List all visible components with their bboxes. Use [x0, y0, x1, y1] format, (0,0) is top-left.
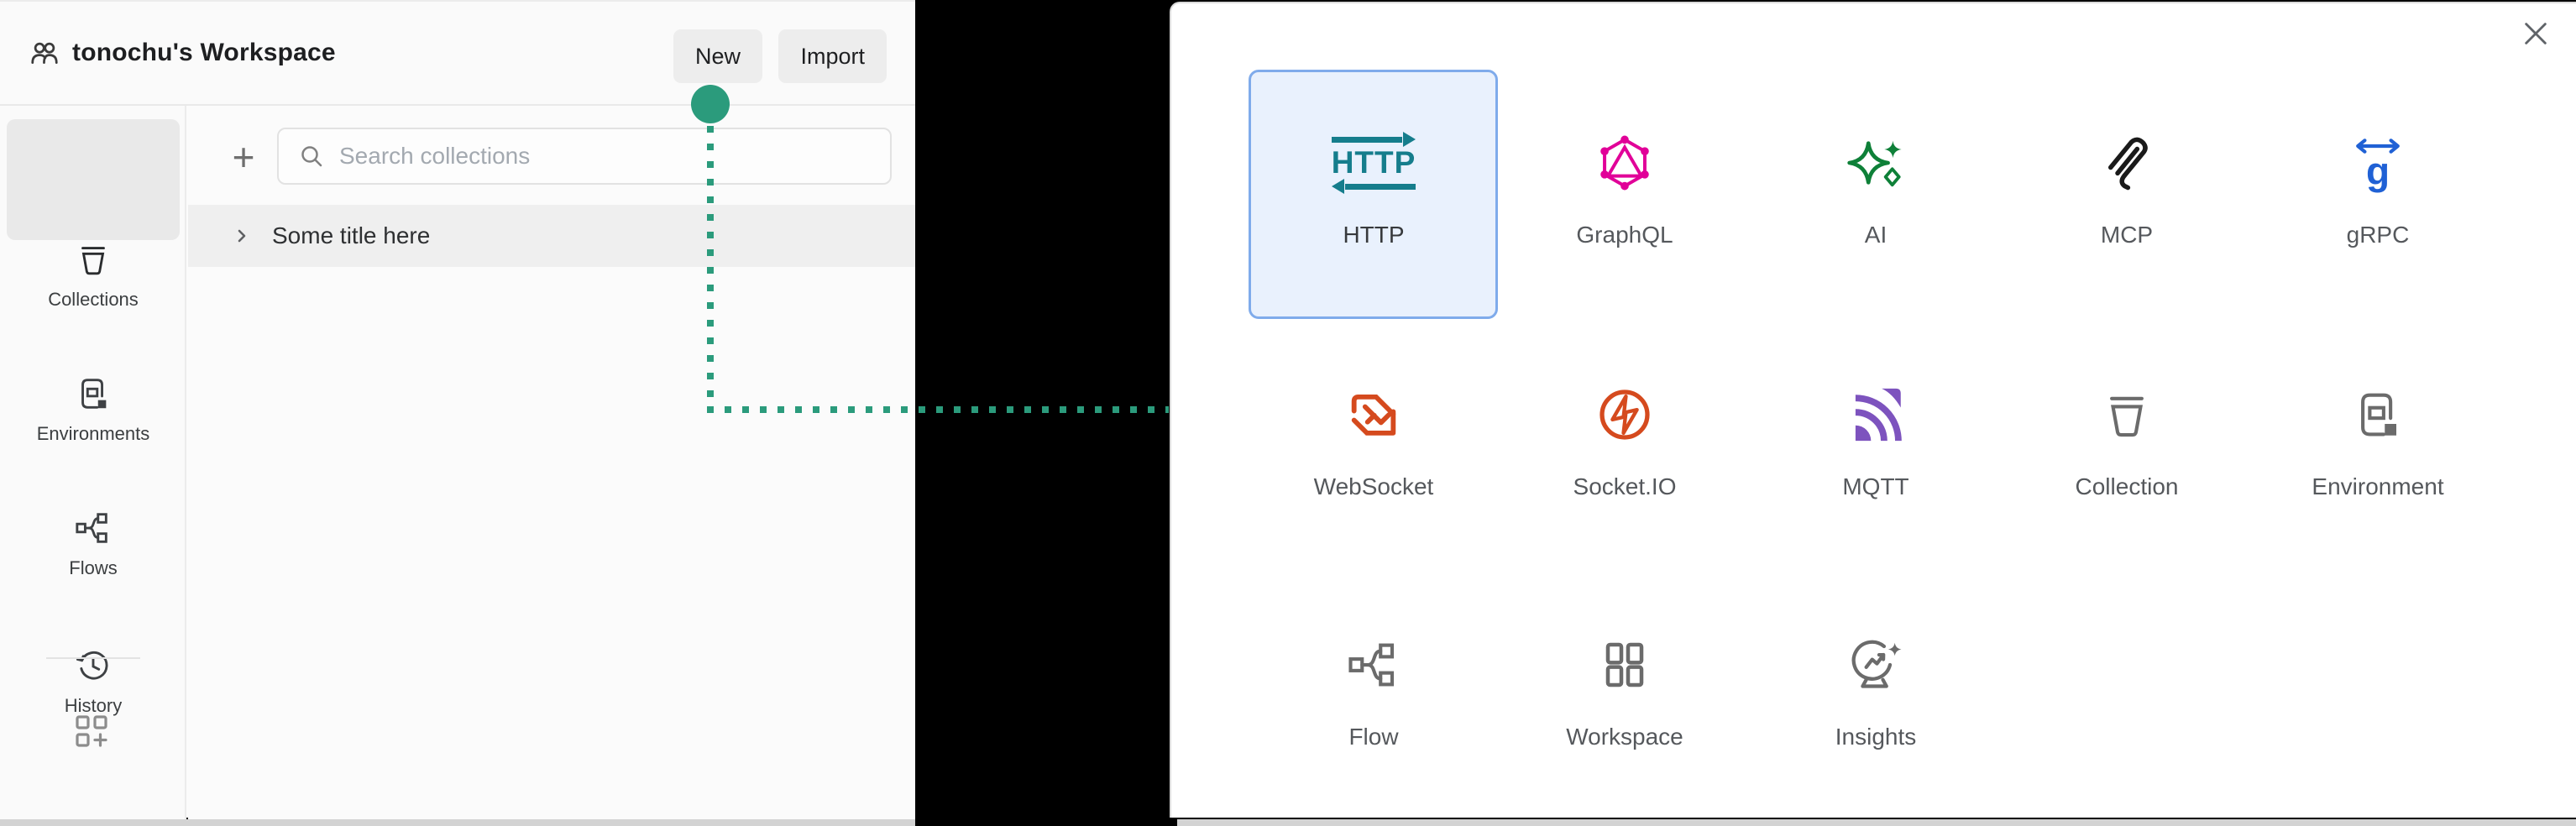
close-button[interactable] — [2514, 12, 2558, 55]
workspace-title: tonochu's Workspace — [72, 39, 336, 66]
modal-item-graphql[interactable]: GraphQL — [1499, 129, 1751, 250]
sidebar-divider — [46, 657, 140, 659]
modal-item-label: WebSocket — [1313, 473, 1434, 499]
environment-icon — [2350, 381, 2406, 448]
workspace-header: tonochu's Workspace New Import — [0, 2, 915, 106]
modal-item-label: GraphQL — [1576, 222, 1673, 248]
collection-icon — [2099, 381, 2155, 448]
collections-pane: + Some title here — [188, 107, 915, 819]
workspace-panel: tonochu's Workspace New Import Collectio… — [0, 0, 915, 826]
sidebar-item-collections[interactable]: Collections — [0, 240, 186, 311]
websocket-icon — [1344, 381, 1403, 448]
grpc-g-glyph: g — [2365, 149, 2390, 193]
modal-item-collection[interactable]: Collection — [2001, 381, 2253, 502]
modal-item-socketio[interactable]: Socket.IO — [1499, 381, 1751, 502]
search-icon — [301, 146, 322, 167]
modal-item-grpc[interactable]: g gRPC — [2252, 129, 2504, 250]
modal-item-label: HTTP — [1343, 222, 1405, 248]
sidebar-item-label: Collections — [48, 289, 139, 310]
flows-icon — [76, 513, 107, 543]
modal-item-workspace[interactable]: Workspace — [1499, 631, 1751, 752]
mqtt-icon — [1847, 381, 1904, 448]
modal-item-flow[interactable]: Flow — [1248, 631, 1500, 752]
modal-item-ai[interactable]: AI — [1750, 129, 2002, 250]
modal-item-label: MQTT — [1842, 473, 1909, 499]
sidebar-item-label: Environments — [36, 423, 150, 444]
import-button[interactable]: Import — [778, 29, 887, 83]
modal-item-mqtt[interactable]: MQTT — [1750, 381, 2002, 502]
create-new-modal: HTTP HTTP GraphQL AI — [1170, 2, 2576, 826]
flow-icon — [1346, 631, 1401, 698]
modal-item-label: Collection — [2075, 473, 2179, 499]
collection-title: Some title here — [272, 222, 431, 248]
modal-item-label: Workspace — [1566, 724, 1683, 750]
sidebar-item-environments[interactable]: Environments — [0, 374, 186, 445]
annotation-dotted-line-horizontal — [707, 406, 1169, 413]
mcp-icon — [2099, 129, 2155, 196]
chevron-right-icon[interactable] — [232, 226, 252, 246]
annotation-dotted-line-vertical — [707, 126, 714, 413]
modal-bottom-edge — [1177, 819, 2576, 826]
graphql-icon — [1596, 129, 1653, 196]
insights-icon — [1847, 631, 1904, 698]
sidebar-active-highlight — [7, 119, 180, 240]
search-box — [277, 128, 892, 185]
modal-item-label: Flow — [1348, 724, 1399, 750]
socketio-icon — [1595, 381, 1654, 448]
http-icon: HTTP — [1327, 129, 1420, 196]
modal-item-insights[interactable]: Insights — [1750, 631, 2002, 752]
ai-sparkles-icon — [1846, 129, 1905, 196]
http-logo-text: HTTP — [1331, 145, 1416, 180]
panel-bottom-edge — [0, 819, 915, 826]
team-people-icon — [29, 38, 60, 68]
modal-item-http[interactable]: HTTP HTTP — [1248, 129, 1500, 250]
environments-icon — [81, 379, 107, 409]
modal-item-label: Environment — [2312, 473, 2444, 499]
modal-item-label: Insights — [1835, 724, 1917, 750]
modal-item-label: gRPC — [2346, 222, 2410, 248]
configure-sidebar-button[interactable] — [72, 712, 113, 752]
collections-icon — [81, 247, 105, 275]
add-collection-button[interactable]: + — [232, 135, 255, 179]
close-icon — [2525, 23, 2547, 44]
annotation-dot — [691, 85, 730, 123]
http-selected-tile — [1249, 70, 1498, 319]
sidebar-item-label: Flows — [69, 557, 118, 578]
modal-item-label: MCP — [2100, 222, 2154, 248]
modal-item-websocket[interactable]: WebSocket — [1248, 381, 1500, 502]
modal-item-label: Socket.IO — [1573, 473, 1677, 499]
modal-item-label: AI — [1864, 222, 1887, 248]
grid-plus-icon — [76, 715, 107, 747]
new-button[interactable]: New — [673, 29, 762, 83]
modal-item-environment[interactable]: Environment — [2252, 381, 2504, 502]
sidebar-item-flows[interactable]: Flows — [0, 509, 186, 579]
sidebar-item-history[interactable]: History — [0, 646, 186, 717]
modal-item-mcp[interactable]: MCP — [2001, 129, 2253, 250]
workspace-icon — [1598, 631, 1652, 698]
grpc-icon: g — [2353, 129, 2402, 196]
sidebar-item-label: History — [64, 695, 123, 716]
sidebar: Collections Environments Flows — [0, 106, 186, 819]
history-icon — [76, 651, 108, 680]
search-input[interactable] — [338, 142, 877, 170]
collection-list-item[interactable]: Some title here — [188, 205, 915, 267]
